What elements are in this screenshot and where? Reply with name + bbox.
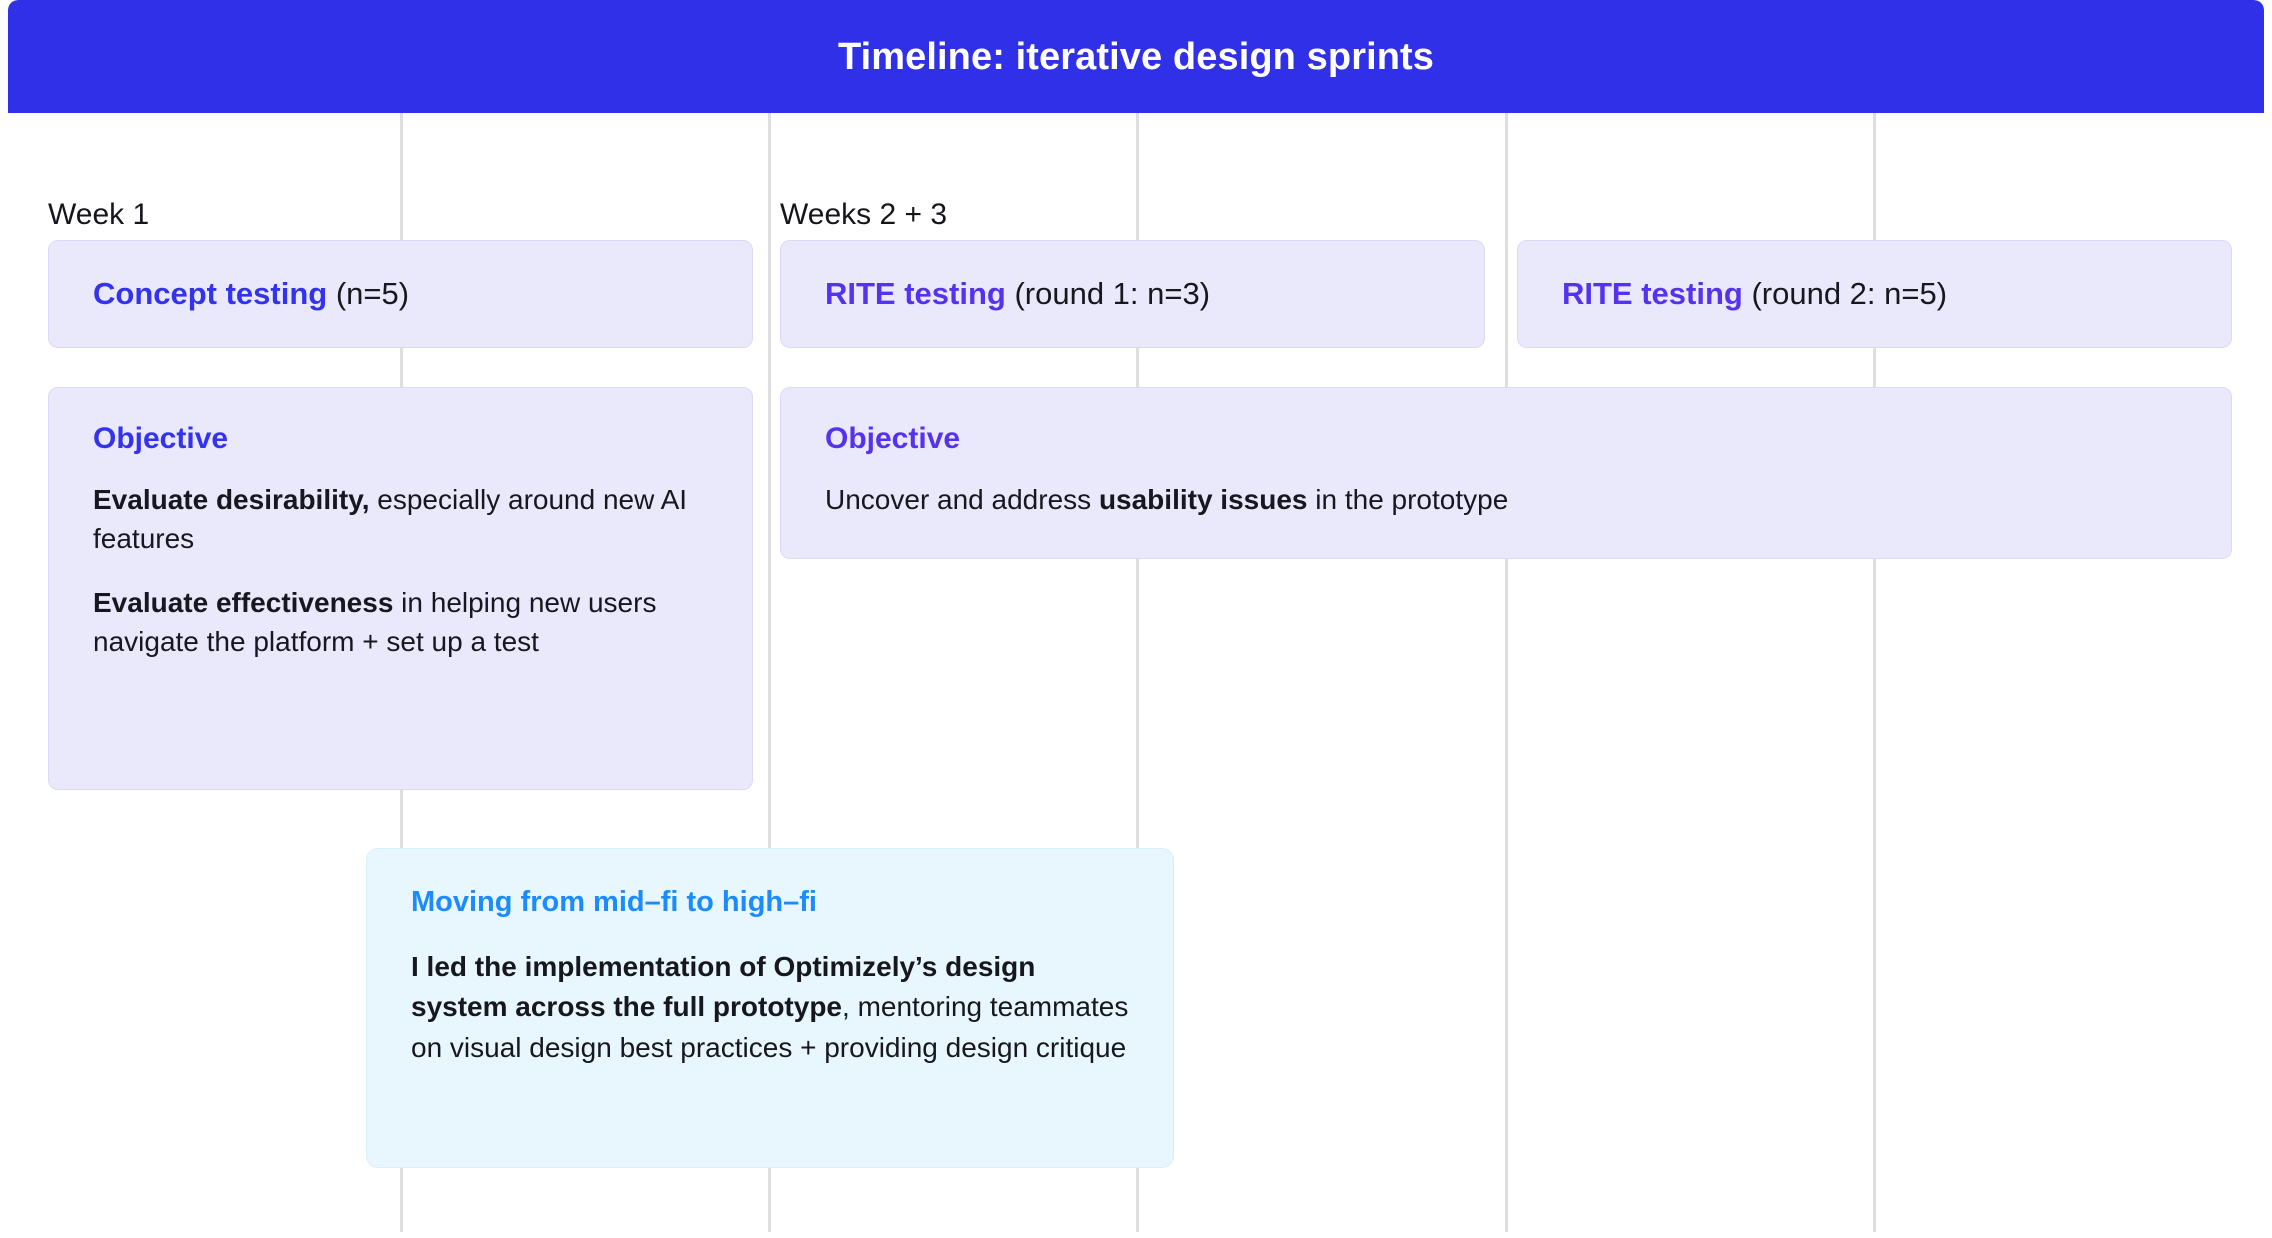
page-title: Timeline: iterative design sprints xyxy=(837,35,1435,78)
objective-paragraph: Evaluate effectiveness in helping new us… xyxy=(93,584,708,661)
objective-body: Uncover and address usability issues in … xyxy=(825,481,2187,520)
gridline-2 xyxy=(768,113,771,1232)
phase-name: Concept testing xyxy=(93,275,328,311)
objective-text-lead: Uncover and address xyxy=(825,484,1099,515)
gridline-5 xyxy=(1873,113,1876,1232)
column-label-week-1: Week 1 xyxy=(48,198,150,231)
callout-emphasis: I led the implementation of Optimizely’s… xyxy=(411,950,1036,1023)
phase-pill-label: Concept testing (n=5) xyxy=(93,275,410,311)
phase-meta: (round 1: n=3) xyxy=(1005,275,1211,311)
objective-body: Evaluate desirability, especially around… xyxy=(93,481,708,662)
phase-pill-concept-testing[interactable]: Concept testing (n=5) xyxy=(48,240,753,348)
objective-heading: Objective xyxy=(825,422,961,455)
objective-card-week-1: Objective Evaluate desirability, especia… xyxy=(48,387,753,790)
objective-paragraph: Uncover and address usability issues in … xyxy=(825,481,2187,520)
objective-card-weeks-2-3: Objective Uncover and address usability … xyxy=(780,387,2232,559)
phase-meta: (n=5) xyxy=(327,275,410,311)
header-bar: Timeline: iterative design sprints xyxy=(8,0,2264,113)
phase-pill-rite-testing-round-2[interactable]: RITE testing (round 2: n=5) xyxy=(1517,240,2232,348)
phase-name: RITE testing xyxy=(1562,275,1743,311)
callout-card-mid-fi-to-high-fi: Moving from mid–fi to high–fi I led the … xyxy=(366,848,1174,1168)
callout-heading: Moving from mid–fi to high–fi xyxy=(411,886,817,918)
gridline-3 xyxy=(1136,113,1139,1232)
objective-paragraph: Evaluate desirability, especially around… xyxy=(93,481,708,558)
objective-emphasis: Evaluate desirability, xyxy=(93,484,370,515)
timeline-content: Week 1 Weeks 2 + 3 Concept testing (n=5)… xyxy=(8,113,2264,1232)
timeline-canvas: Timeline: iterative design sprints Week … xyxy=(8,0,2264,1232)
column-label-weeks-2-3: Weeks 2 + 3 xyxy=(780,198,948,231)
phase-pill-label: RITE testing (round 1: n=3) xyxy=(825,275,1211,311)
objective-emphasis: Evaluate effectiveness xyxy=(93,587,394,619)
objective-emphasis: usability issues xyxy=(1098,484,1308,515)
phase-pill-label: RITE testing (round 2: n=5) xyxy=(1562,275,1948,311)
objective-text: in the prototype xyxy=(1307,484,1509,515)
callout-text: , mentoring teammates on visual design b… xyxy=(411,991,1129,1064)
objective-text: especially around new AI features xyxy=(93,484,688,554)
objective-heading: Objective xyxy=(93,422,229,455)
phase-name: RITE testing xyxy=(825,275,1006,311)
phase-pill-rite-testing-round-1[interactable]: RITE testing (round 1: n=3) xyxy=(780,240,1485,348)
objective-text: in helping new users navigate the platfo… xyxy=(93,587,657,657)
gridline-4 xyxy=(1505,113,1508,1232)
callout-body: I led the implementation of Optimizely’s… xyxy=(411,947,1129,1069)
phase-meta: (round 2: n=5) xyxy=(1742,275,1948,311)
